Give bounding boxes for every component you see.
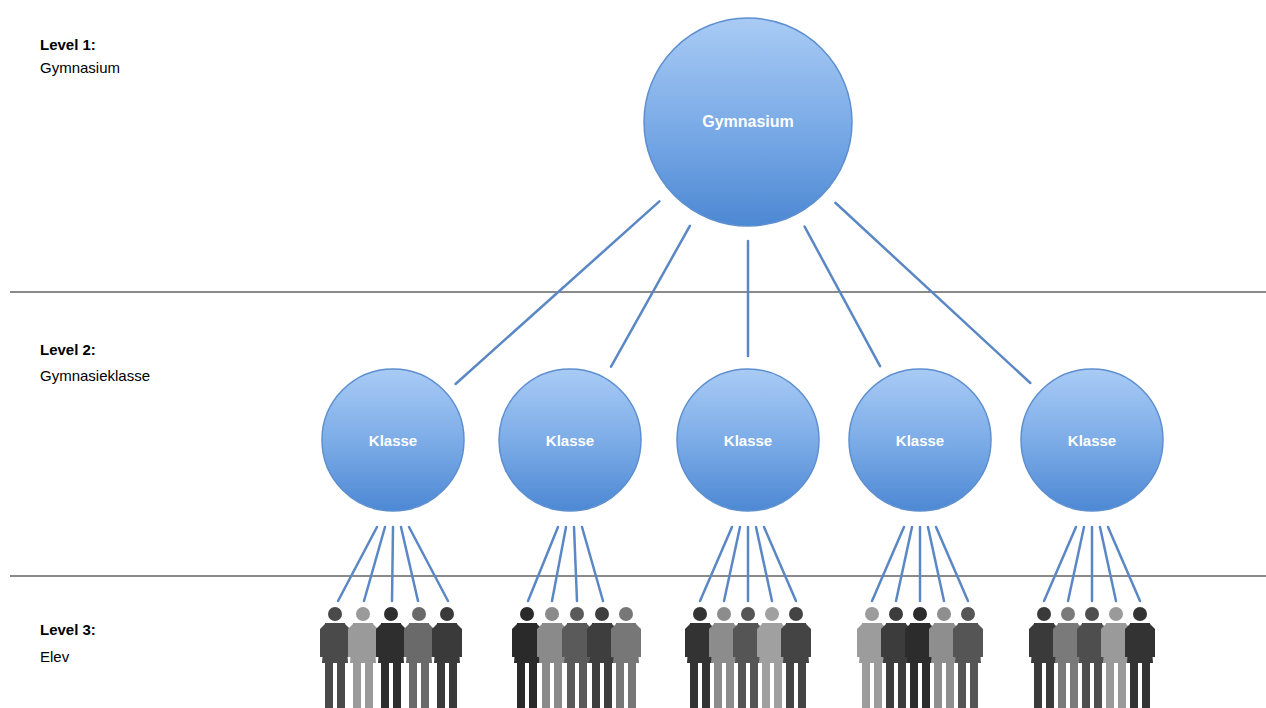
student-figure xyxy=(587,607,617,708)
student-figure xyxy=(1029,607,1059,708)
circle-label: Klasse xyxy=(724,431,772,450)
class-circle: Klasse xyxy=(321,368,465,512)
student-line xyxy=(724,527,740,601)
circle-outline xyxy=(499,369,641,511)
student-line xyxy=(764,527,796,601)
student-line xyxy=(896,527,912,601)
circle-outline xyxy=(677,369,819,511)
student-figure xyxy=(320,607,350,708)
circle-text: Klasse xyxy=(1068,431,1116,450)
student-figure xyxy=(905,607,935,708)
circle-label: Klasse xyxy=(1068,431,1116,450)
student-line xyxy=(364,527,385,601)
student-figure xyxy=(432,607,462,708)
student-line xyxy=(1091,527,1094,601)
student-figure xyxy=(953,607,983,708)
circle-text: Klasse xyxy=(896,431,944,450)
hierarchy-line xyxy=(611,226,690,367)
student-lines xyxy=(338,527,1140,601)
hierarchy-line xyxy=(456,201,660,384)
student-line xyxy=(552,527,566,601)
circle-outline xyxy=(1021,369,1163,511)
student-figure xyxy=(1125,607,1155,708)
student-figure xyxy=(781,607,811,708)
level-heading: Level 1: xyxy=(40,36,96,54)
circle-label: Klasse xyxy=(896,431,944,450)
level-heading: Level 2: xyxy=(40,341,96,359)
student-figure xyxy=(611,607,641,708)
student-line xyxy=(936,527,968,601)
circle-label: Klasse xyxy=(546,431,594,450)
hierarchy-line xyxy=(835,203,1030,383)
level-heading: Level 3: xyxy=(40,621,96,639)
student-figure xyxy=(537,607,567,708)
student-figure xyxy=(1053,607,1083,708)
circle-outline xyxy=(849,369,991,511)
level-name: Elev xyxy=(40,648,69,666)
circle-text: Klasse xyxy=(369,431,417,450)
student-figure xyxy=(1077,607,1107,708)
student-figure xyxy=(376,607,406,708)
student-figure xyxy=(709,607,739,708)
student-line xyxy=(409,527,448,601)
circle-outline xyxy=(322,369,464,511)
circle-outline xyxy=(644,18,852,226)
student-figure xyxy=(757,607,787,708)
hierarchy-line xyxy=(805,227,880,366)
student-figure xyxy=(348,607,378,708)
student-line xyxy=(392,527,393,601)
class-circle: Klasse xyxy=(676,368,820,512)
hierarchy-line xyxy=(747,241,750,356)
student-line xyxy=(582,527,603,601)
level-divider xyxy=(10,575,1266,577)
class-circle: Klasse xyxy=(1020,368,1164,512)
circle-text: Gymnasium xyxy=(702,112,794,132)
class-circle: Klasse xyxy=(498,368,642,512)
circle-text: Klasse xyxy=(724,431,772,450)
school-circle: Gymnasium xyxy=(643,17,853,227)
circle-text: Klasse xyxy=(546,431,594,450)
student-figure xyxy=(881,607,911,708)
student-line xyxy=(919,527,922,601)
student-line xyxy=(1068,527,1084,601)
student-figure xyxy=(562,607,592,708)
level-name: Gymnasieklasse xyxy=(40,367,150,385)
student-figure xyxy=(685,607,715,708)
student-line xyxy=(1108,527,1140,601)
level-divider xyxy=(10,291,1266,293)
student-figure xyxy=(512,607,542,708)
student-line xyxy=(747,527,750,601)
circle-label: Klasse xyxy=(369,431,417,450)
class-circle: Klasse xyxy=(848,368,992,512)
circle-label: Gymnasium xyxy=(702,112,794,132)
student-figure xyxy=(929,607,959,708)
student-figure xyxy=(857,607,887,708)
student-figure xyxy=(1101,607,1131,708)
level-name: Gymnasium xyxy=(40,59,120,77)
student-line xyxy=(574,527,577,601)
student-line xyxy=(338,527,377,601)
student-figure xyxy=(404,607,434,708)
student-figure xyxy=(733,607,763,708)
student-figures xyxy=(320,607,1155,708)
